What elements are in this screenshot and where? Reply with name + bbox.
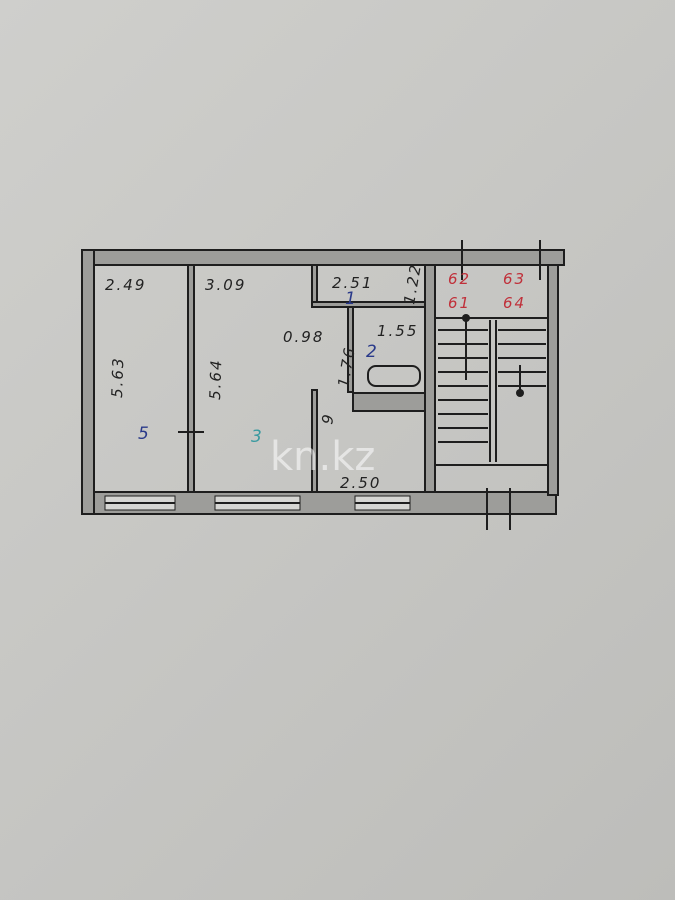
room-number-5: 5	[138, 424, 151, 444]
wall-room1-left	[311, 264, 318, 306]
dim-hall-length: 1.76	[334, 345, 359, 389]
dim-room3-length: 5.64	[206, 358, 225, 400]
watermark: kn.kz	[270, 434, 375, 480]
room-number-2: 2	[366, 342, 379, 362]
dim-room1-depth: 1.22	[400, 262, 425, 306]
stair-label-61: 61	[448, 294, 471, 312]
dim-room5-length: 5.63	[108, 356, 127, 398]
wall-right	[547, 264, 559, 496]
stair-label-63: 63	[503, 270, 526, 288]
dim-kitchen-side: 9	[318, 411, 338, 425]
stair-label-64: 64	[503, 294, 526, 312]
wall-kitchen-left	[311, 389, 318, 493]
staircase	[436, 317, 548, 462]
wall-top	[81, 249, 565, 266]
wall-bath-bottom	[352, 392, 436, 412]
wall-stair	[424, 264, 436, 493]
stair-label-62: 62	[448, 270, 471, 288]
wall-left	[81, 249, 95, 515]
windows	[104, 495, 411, 511]
dim-hall-width: 0.98	[283, 328, 324, 346]
wall-bath-left	[347, 306, 354, 393]
wall-room5-room3	[187, 264, 195, 493]
dim-kitchen-width: 2.50	[340, 474, 381, 492]
dim-room5-width: 2.49	[105, 276, 146, 294]
dim-bath-width: 1.55	[377, 322, 418, 340]
room-number-3: 3	[251, 427, 264, 447]
room-number-1: 1	[345, 289, 358, 309]
dim-room1-width: 2.51	[332, 274, 373, 292]
bathtub-icon	[367, 365, 421, 387]
dim-room3-width: 3.09	[205, 276, 246, 294]
